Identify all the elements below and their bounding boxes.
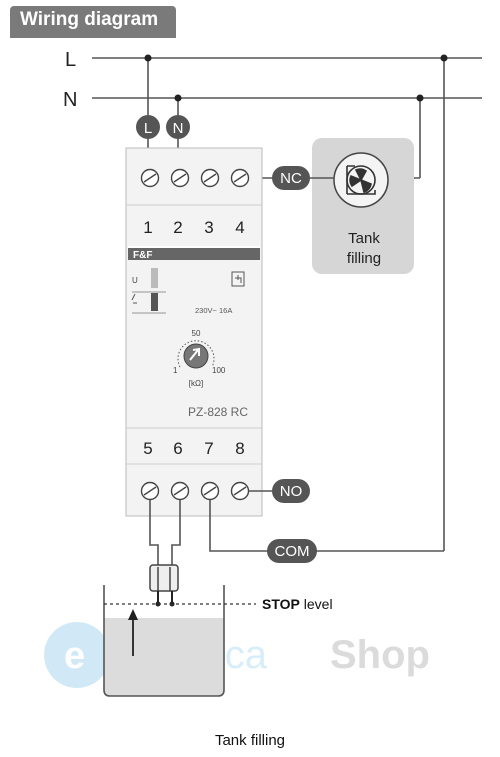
screw-terminal-7 bbox=[200, 481, 220, 501]
terminal-number-6: 6 bbox=[173, 439, 182, 458]
stop-level-rest: level bbox=[300, 596, 333, 612]
badge-com: COM bbox=[267, 539, 317, 563]
watermark: e electrica Shop bbox=[44, 622, 430, 688]
screw-terminal-1 bbox=[140, 168, 160, 188]
junction-n-right bbox=[416, 94, 424, 102]
load-label-line1: Tank bbox=[348, 230, 380, 247]
wire-com bbox=[209, 500, 444, 552]
dial-scale bbox=[177, 340, 215, 368]
dial-mark-top: 50 bbox=[192, 329, 201, 338]
screw-terminal-4 bbox=[230, 168, 250, 188]
dial-mark-right: 100 bbox=[212, 366, 226, 375]
junction-l bbox=[144, 54, 152, 62]
terminal-number-5: 5 bbox=[143, 439, 152, 458]
badge-n-text: N bbox=[173, 120, 184, 137]
badge-no: NO bbox=[272, 479, 310, 503]
terminal-number-8: 8 bbox=[235, 439, 244, 458]
title-tab: Wiring diagram bbox=[10, 6, 176, 36]
badge-n: N bbox=[166, 115, 190, 139]
sensor-connector bbox=[149, 564, 179, 592]
sensitivity-dial[interactable] bbox=[183, 343, 209, 369]
badge-nc-text: NC bbox=[280, 170, 302, 187]
badge-com-text: COM bbox=[275, 543, 310, 560]
u-label: U bbox=[132, 276, 138, 285]
load-label-line2: filling bbox=[347, 250, 381, 267]
stop-level-label: STOP level bbox=[262, 596, 333, 612]
dial-unit: [kΩ] bbox=[189, 379, 203, 388]
rating-label: 230V~ 16A bbox=[195, 306, 232, 315]
badge-nc: NC bbox=[272, 166, 310, 190]
model-name: PZ-828 RC bbox=[188, 405, 248, 419]
screw-terminal-2 bbox=[170, 168, 190, 188]
badge-no-text: NO bbox=[280, 483, 303, 500]
badge-l: L bbox=[136, 115, 160, 139]
dial-mark-left: 1 bbox=[173, 366, 178, 375]
terminal-number-4: 4 bbox=[235, 218, 244, 237]
caption: Tank filling bbox=[214, 732, 286, 749]
terminal-number-7: 7 bbox=[204, 439, 213, 458]
relay-module bbox=[125, 147, 263, 517]
diagram-title: Wiring diagram bbox=[20, 9, 159, 30]
screw-terminal-3 bbox=[200, 168, 220, 188]
junction-l-right bbox=[440, 54, 448, 62]
watermark-logo-letter: e bbox=[64, 635, 85, 677]
terminal-number-2: 2 bbox=[173, 218, 182, 237]
dial-arrow-icon bbox=[189, 347, 200, 361]
line-label-l: L bbox=[65, 49, 76, 71]
wire-probe-6 bbox=[171, 500, 181, 567]
title-underline bbox=[10, 36, 176, 38]
function-symbol-icon bbox=[231, 271, 245, 287]
led-relay-icon bbox=[151, 293, 158, 311]
junction-n bbox=[174, 94, 182, 102]
screw-terminal-5 bbox=[140, 481, 160, 501]
brand-logo: F&F bbox=[133, 250, 152, 261]
terminal-number-1: 1 bbox=[143, 218, 152, 237]
led-power-icon bbox=[151, 268, 158, 288]
screw-terminal-8 bbox=[230, 481, 250, 501]
stop-level-bold: STOP bbox=[262, 596, 300, 612]
screw-terminal-6 bbox=[170, 481, 190, 501]
line-label-n: N bbox=[63, 89, 77, 111]
badge-l-text: L bbox=[144, 120, 152, 137]
tank bbox=[103, 585, 225, 697]
tank-water bbox=[104, 618, 224, 696]
watermark-logo-icon bbox=[44, 622, 110, 688]
filling-arrow-head-icon bbox=[128, 609, 138, 620]
relay-contact-icon bbox=[131, 293, 137, 304]
bottom-terminal-screws bbox=[140, 481, 250, 501]
pump-icon bbox=[346, 165, 376, 195]
brand-bar bbox=[128, 248, 260, 260]
wire-probe-5 bbox=[149, 500, 159, 567]
terminal-number-3: 3 bbox=[204, 218, 213, 237]
top-terminal-screws bbox=[140, 168, 250, 188]
watermark-text-2: Shop bbox=[330, 633, 430, 677]
